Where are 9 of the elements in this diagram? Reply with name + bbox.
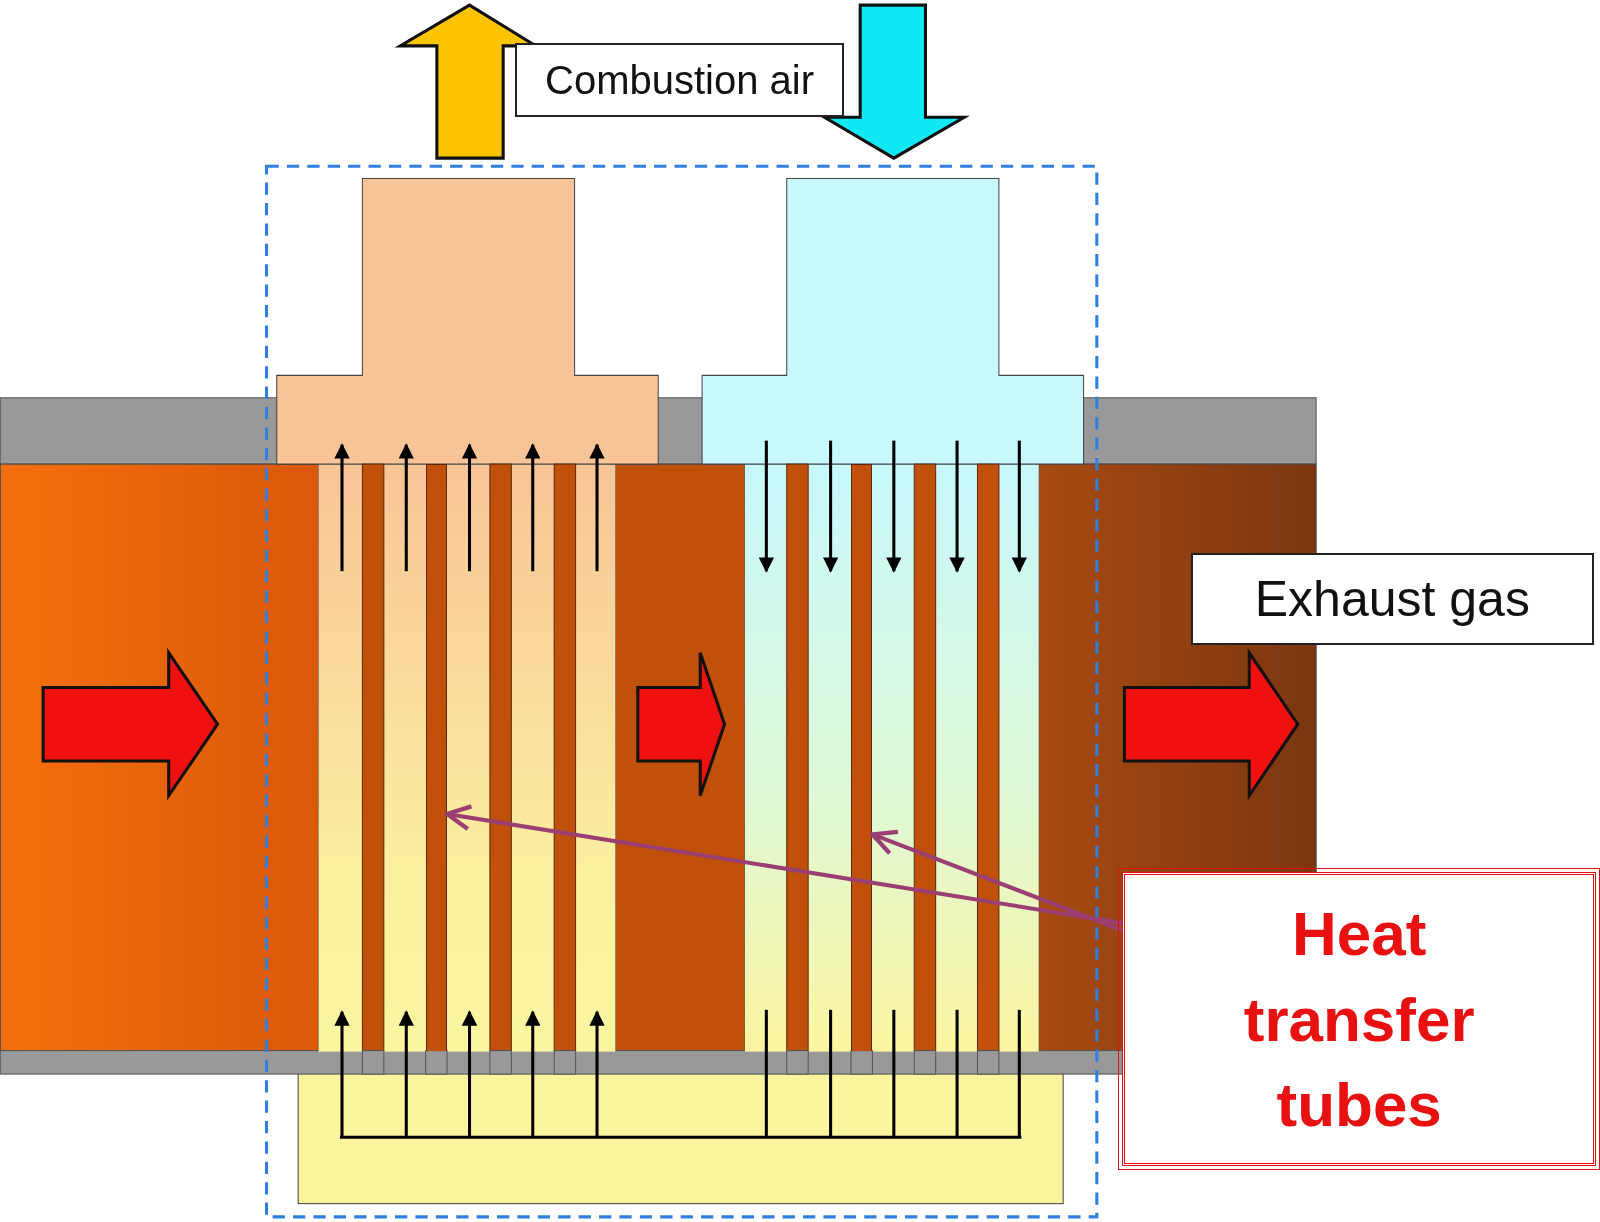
leader-line xyxy=(444,804,1123,926)
heat-transfer-tube xyxy=(425,464,447,1051)
heat-transfer-tube xyxy=(851,464,873,1051)
leader-line xyxy=(870,829,1124,933)
label-box xyxy=(1190,553,1594,645)
label-text: Exhaust gas xyxy=(1254,569,1530,628)
label-text: Combustion air xyxy=(545,57,815,103)
callout-text: Heat transfer tubes xyxy=(1242,898,1476,1142)
label-box xyxy=(515,42,844,118)
